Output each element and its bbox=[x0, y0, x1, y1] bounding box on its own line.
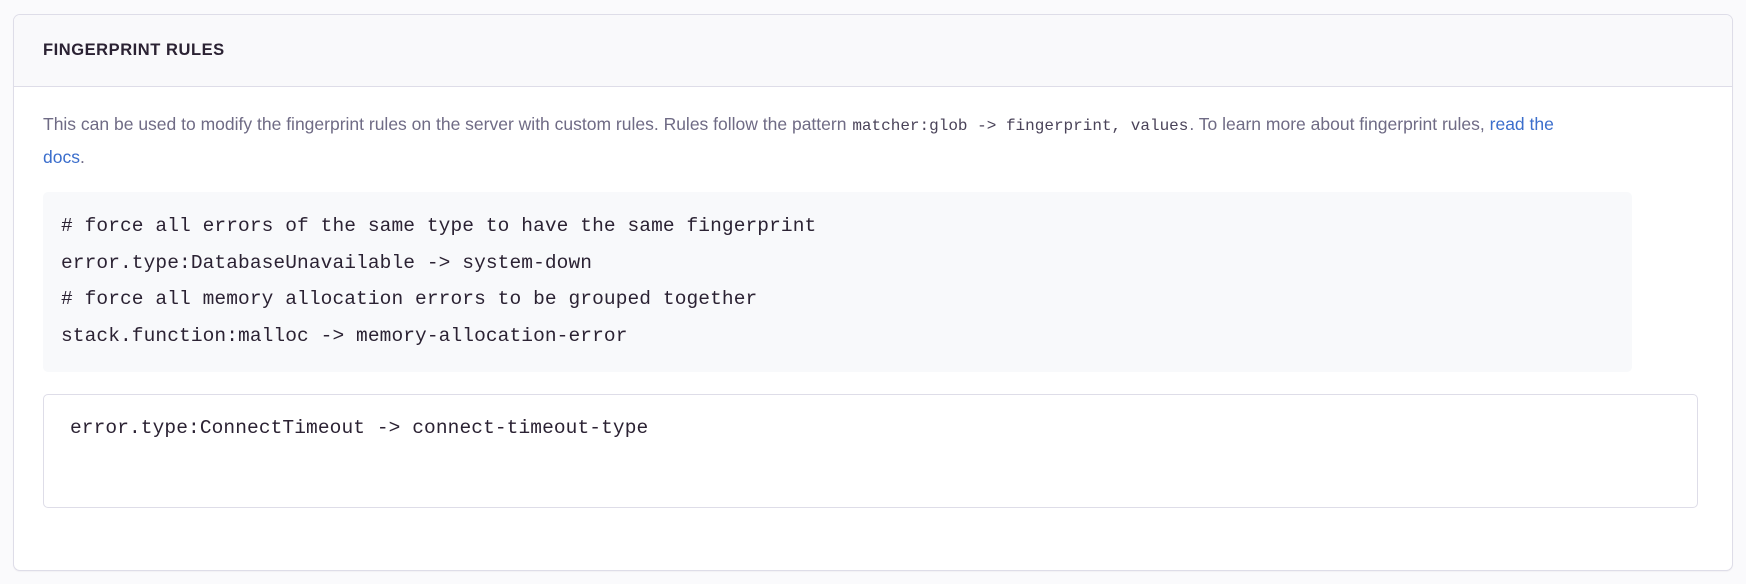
example-rules-code-block: # force all errors of the same type to h… bbox=[43, 192, 1632, 372]
fingerprint-rules-panel: FINGERPRINT RULES This can be used to mo… bbox=[13, 14, 1733, 571]
code-line: stack.function:malloc -> memory-allocati… bbox=[61, 324, 628, 347]
panel-description: This can be used to modify the fingerpri… bbox=[43, 109, 1583, 173]
fingerprint-rules-input[interactable] bbox=[43, 394, 1698, 508]
description-text-part-2: . To learn more about fingerprint rules, bbox=[1189, 114, 1490, 134]
code-line: # force all memory allocation errors to … bbox=[61, 288, 758, 310]
panel-header: FINGERPRINT RULES bbox=[14, 15, 1732, 87]
page-title: FINGERPRINT RULES bbox=[43, 41, 225, 60]
code-line: # force all errors of the same type to h… bbox=[61, 215, 817, 237]
read-the-docs-link[interactable]: read the docs bbox=[43, 114, 1554, 167]
description-text-part-1: This can be used to modify the fingerpri… bbox=[43, 114, 852, 134]
inline-code-pattern: matcher:glob -> fingerprint, values bbox=[852, 117, 1189, 135]
code-line: error.type:DatabaseUnavailable -> system… bbox=[61, 251, 593, 274]
panel-body: This can be used to modify the fingerpri… bbox=[14, 87, 1732, 508]
description-text-part-3: . bbox=[79, 147, 85, 167]
